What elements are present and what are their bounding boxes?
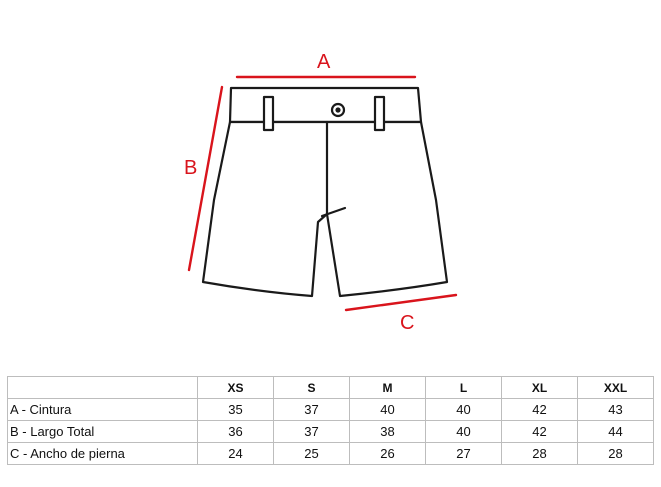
table-cell: 28 <box>501 442 578 465</box>
table-cell: 37 <box>273 420 350 443</box>
dimension-lines <box>187 75 458 312</box>
header-cell-xs: XS <box>197 376 274 399</box>
table-cell: 35 <box>197 398 274 421</box>
table-cell: 28 <box>577 442 654 465</box>
table-cell: 36 <box>197 420 274 443</box>
table-cell: 37 <box>273 398 350 421</box>
table-cell: 24 <box>197 442 274 465</box>
table-row: C - Ancho de pierna 24 25 26 27 28 28 <box>7 442 654 465</box>
table-cell: 26 <box>349 442 426 465</box>
header-cell-xl: XL <box>501 376 578 399</box>
table-header-row: XS S M L XL XXL <box>7 376 654 399</box>
size-diagram: A B C <box>184 51 458 334</box>
table-cell: 42 <box>501 398 578 421</box>
table-cell: 25 <box>273 442 350 465</box>
table-cell: 43 <box>577 398 654 421</box>
dimension-label-b: B <box>184 157 197 179</box>
dimension-line-c <box>344 293 458 312</box>
table-row: B - Largo Total 36 37 38 40 42 44 <box>7 420 654 443</box>
table-cell: 44 <box>577 420 654 443</box>
row-label: C - Ancho de pierna <box>7 442 198 465</box>
shorts-icon <box>201 86 449 298</box>
header-cell-xxl: XXL <box>577 376 654 399</box>
table-cell: 38 <box>349 420 426 443</box>
header-cell-empty <box>7 376 198 399</box>
table-cell: 40 <box>349 398 426 421</box>
table-cell: 40 <box>425 420 502 443</box>
dimension-line-b <box>187 85 224 272</box>
table-cell: 27 <box>425 442 502 465</box>
size-table: XS S M L XL XXL A - Cintura 35 37 40 40 … <box>7 376 654 465</box>
table-cell: 40 <box>425 398 502 421</box>
table-cell: 42 <box>501 420 578 443</box>
dimension-label-c: C <box>400 312 414 334</box>
row-label: B - Largo Total <box>7 420 198 443</box>
header-cell-l: L <box>425 376 502 399</box>
dimension-label-a: A <box>317 51 331 73</box>
header-cell-s: S <box>273 376 350 399</box>
table-row: A - Cintura 35 37 40 40 42 43 <box>7 398 654 421</box>
header-cell-m: M <box>349 376 426 399</box>
row-label: A - Cintura <box>7 398 198 421</box>
